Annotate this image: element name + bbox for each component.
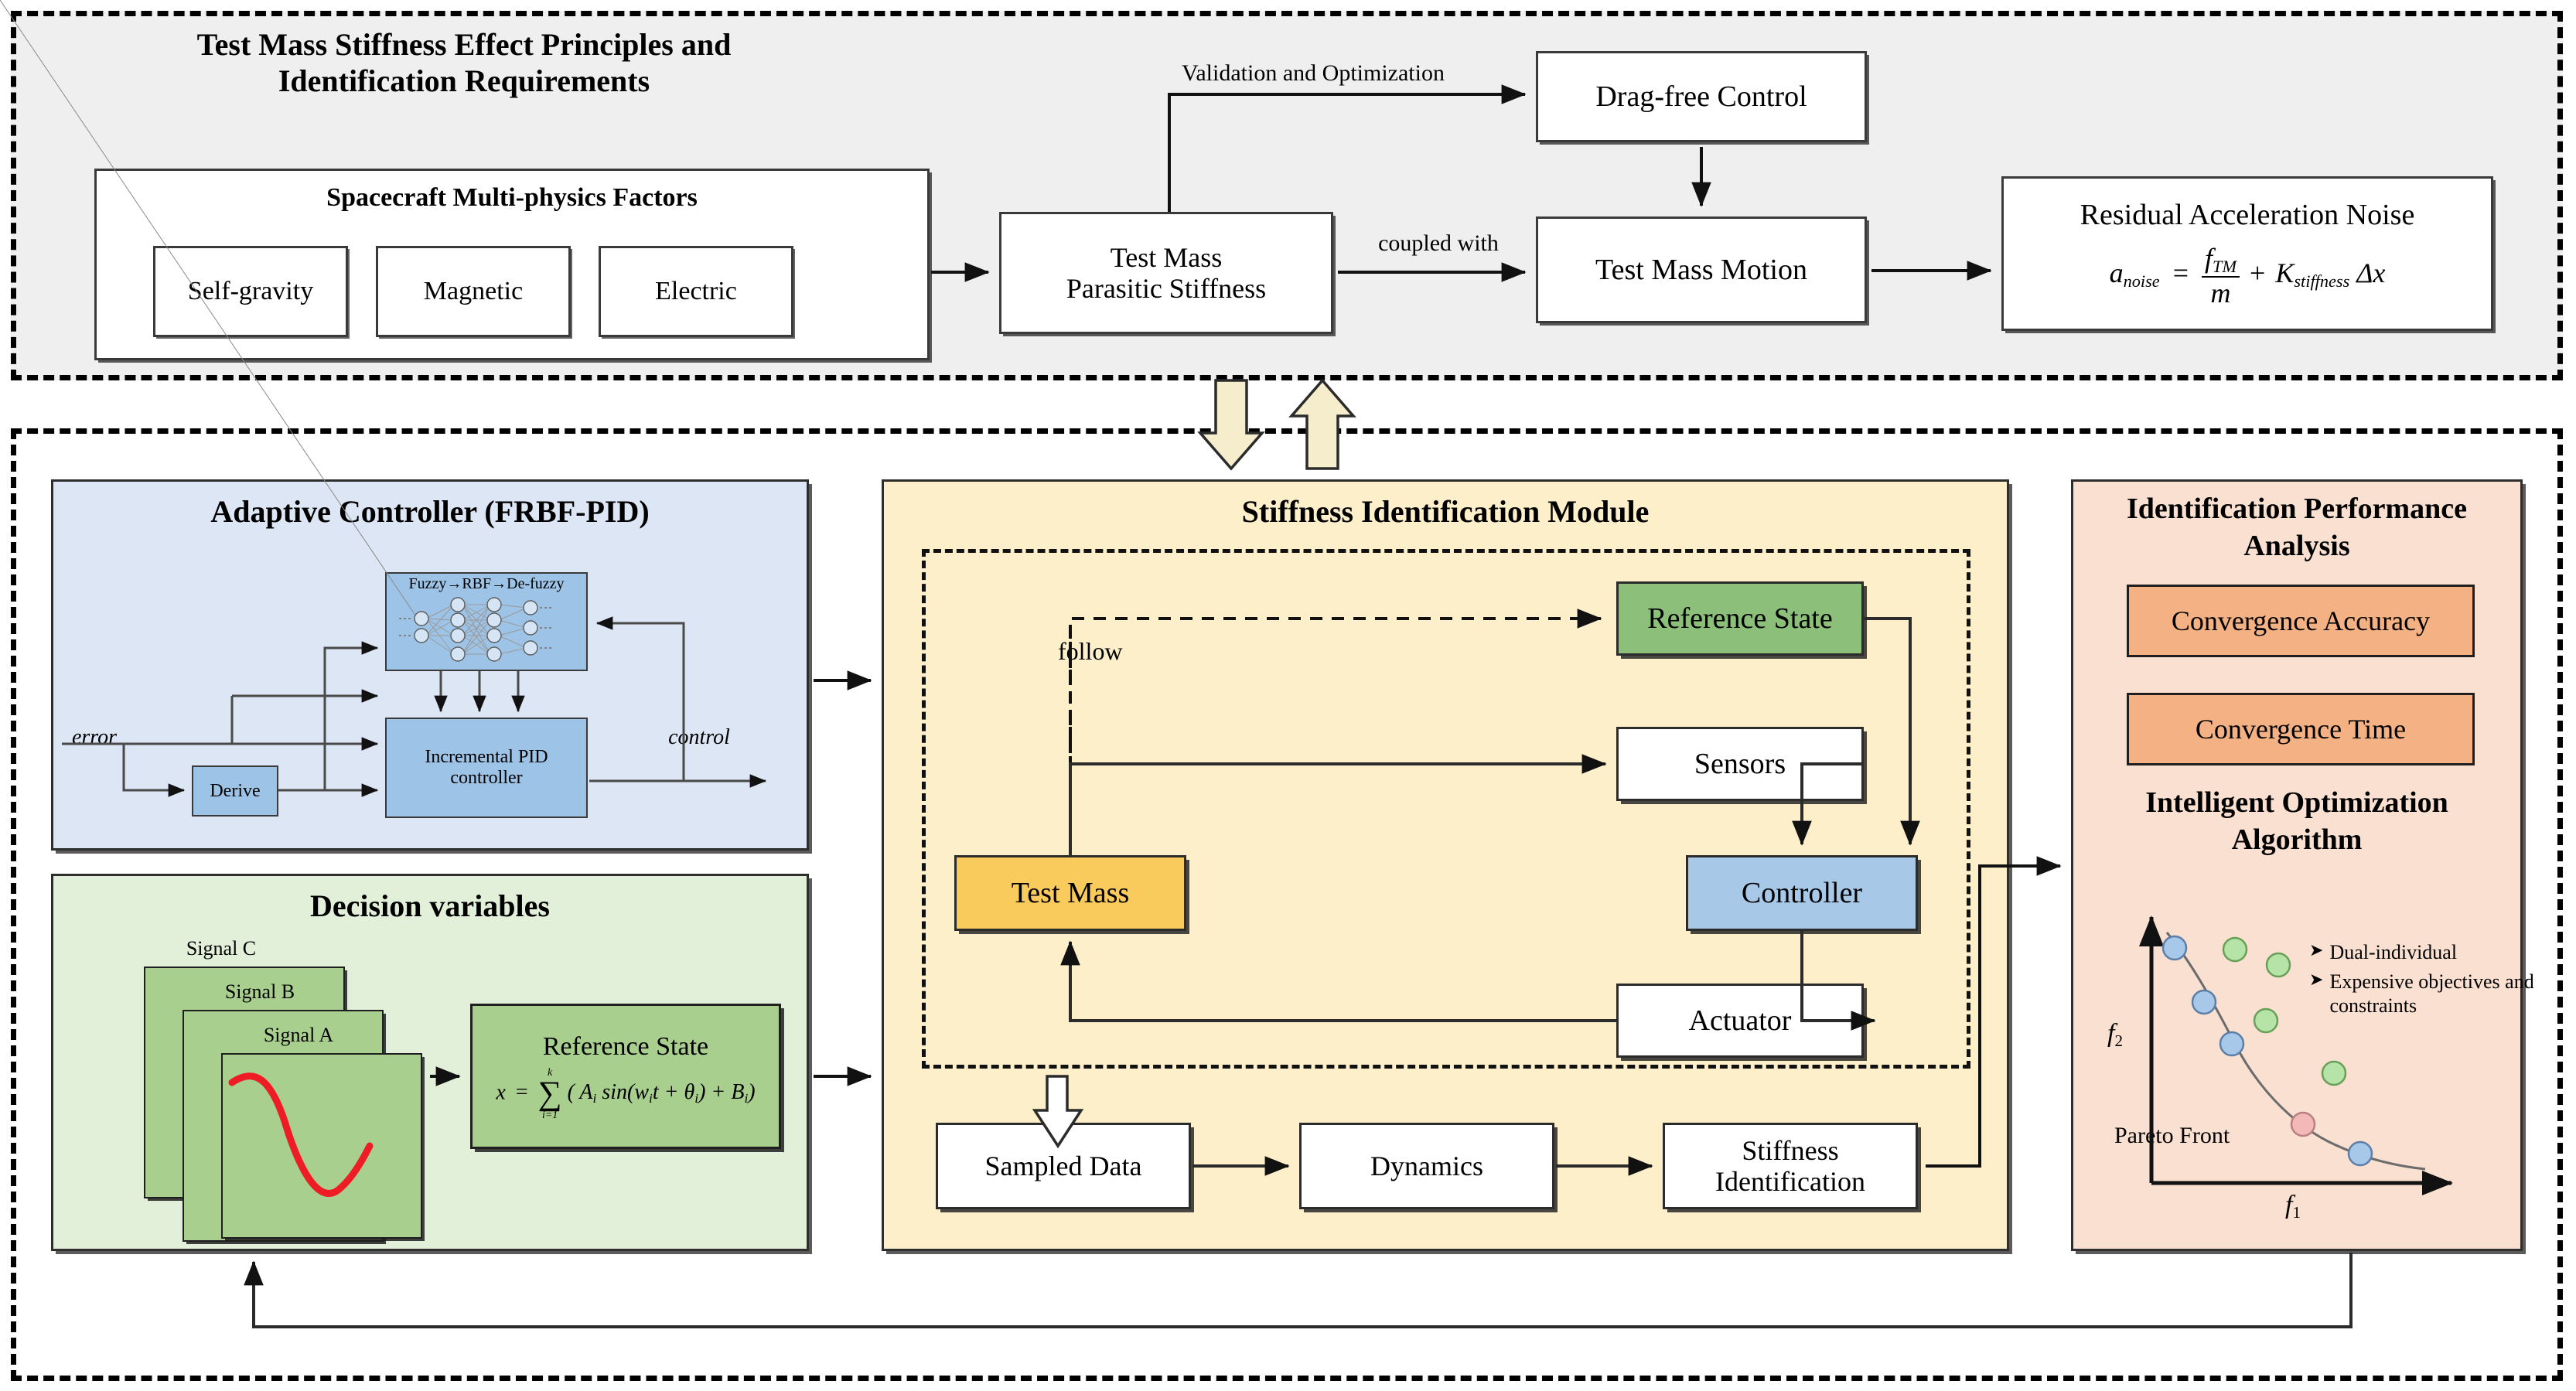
spacecraft-factors-title: Spacecraft Multi-physics Factors (326, 183, 698, 212)
node-controller[interactable]: Controller (1686, 855, 1918, 931)
top-section-title: Test Mass Stiffness Effect Principles an… (196, 27, 732, 99)
chart-axis-label-f1: f1 (2285, 1191, 2301, 1222)
bullet-text-0: Dual-individual (2329, 941, 2458, 963)
drag-free-control-box[interactable]: Drag-free Control (1536, 51, 1867, 142)
derive-box[interactable]: Derive (192, 765, 278, 817)
pid-line-1: Incremental PID (425, 747, 548, 768)
reference-state-formula: x = k ∑ i=1 ( Ai sin(wit + θi) + Bi) (496, 1067, 756, 1121)
bullet-marker-icon: ➤ (2309, 940, 2324, 960)
node-stiffness-identification[interactable]: Stiffness Identification (1663, 1123, 1918, 1209)
chart-annotation-pareto-front: Pareto Front (2114, 1123, 2230, 1148)
adaptive-controller-title: Adaptive Controller (FRBF-PID) (210, 494, 650, 529)
optimization-title-line-2: Algorithm (2231, 823, 2363, 856)
edge-label-coupled-with: coupled with (1378, 230, 1499, 256)
signal-label-c: Signal C (186, 937, 257, 960)
decision-variables-title: Decision variables (310, 888, 550, 923)
metric-convergence-time[interactable]: Convergence Time (2127, 693, 2475, 765)
parasitic-line-1: Test Mass (1110, 241, 1223, 273)
node-reference-state[interactable]: Reference State (1616, 581, 1864, 656)
stiffness-inner-loop-boundary (922, 549, 1970, 1069)
controller-input-label-error: error (71, 725, 118, 749)
node-actuator[interactable]: Actuator (1616, 984, 1864, 1058)
label-follow: follow (1058, 637, 1123, 665)
test-mass-parasitic-stiffness-box[interactable]: Test Mass Parasitic Stiffness (999, 212, 1333, 334)
reference-state-formula-box: Reference State x = k ∑ i=1 ( Ai sin(wit… (470, 1004, 781, 1149)
edge-label-validation-optimization: Validation and Optimization (1182, 60, 1445, 86)
factor-magnetic[interactable]: Magnetic (376, 246, 571, 337)
signal-label-a: Signal A (263, 1024, 334, 1046)
incremental-pid-controller-box[interactable]: Incremental PID controller (385, 718, 588, 818)
signal-label-b: Signal B (224, 980, 295, 1003)
stiff-id-line-1: Stiffness (1742, 1134, 1839, 1166)
factor-electric[interactable]: Electric (599, 246, 793, 337)
residual-acceleration-noise-box: Residual Acceleration Noise anoise = fTM… (2001, 176, 2493, 331)
performance-title-line-2: Analysis (2243, 530, 2350, 562)
node-sensors[interactable]: Sensors (1616, 727, 1864, 801)
metric-convergence-accuracy[interactable]: Convergence Accuracy (2127, 585, 2475, 657)
controller-output-label-control: control (668, 725, 730, 749)
reference-state-title: Reference State (542, 1032, 709, 1062)
optimization-bullet-list: ➤ Dual-individual ➤ Expensive objectives… (2309, 940, 2541, 1018)
frbf-network-label: Fuzzy→RBF→De-fuzzy (408, 575, 565, 592)
bullet-item-1: ➤ Expensive objectives and constraints (2309, 970, 2541, 1018)
factor-self-gravity[interactable]: Self-gravity (153, 246, 348, 337)
stiffness-module-title: Stiffness Identification Module (1241, 494, 1650, 529)
optimization-title-line-1: Intelligent Optimization (2145, 786, 2448, 819)
pid-line-2: controller (450, 768, 523, 788)
performance-title-line-1: Identification Performance (2126, 493, 2468, 525)
bullet-item-0: ➤ Dual-individual (2309, 940, 2541, 965)
bullet-marker-icon: ➤ (2309, 969, 2324, 989)
noise-formula: anoise = fTM m + Kstiffness Δx (2109, 242, 2386, 309)
chart-axis-label-f2: f2 (2107, 1019, 2123, 1050)
node-dynamics[interactable]: Dynamics (1299, 1123, 1554, 1209)
test-mass-motion-box[interactable]: Test Mass Motion (1536, 216, 1867, 323)
node-test-mass[interactable]: Test Mass (954, 855, 1186, 931)
noise-title: Residual Acceleration Noise (2080, 198, 2415, 231)
node-sampled-data[interactable]: Sampled Data (936, 1123, 1191, 1209)
stiff-id-line-2: Identification (1715, 1166, 1865, 1197)
bullet-text-1: Expensive objectives and constraints (2329, 970, 2534, 1018)
signal-card-a[interactable] (221, 1053, 422, 1239)
parasitic-line-2: Parasitic Stiffness (1066, 273, 1267, 304)
